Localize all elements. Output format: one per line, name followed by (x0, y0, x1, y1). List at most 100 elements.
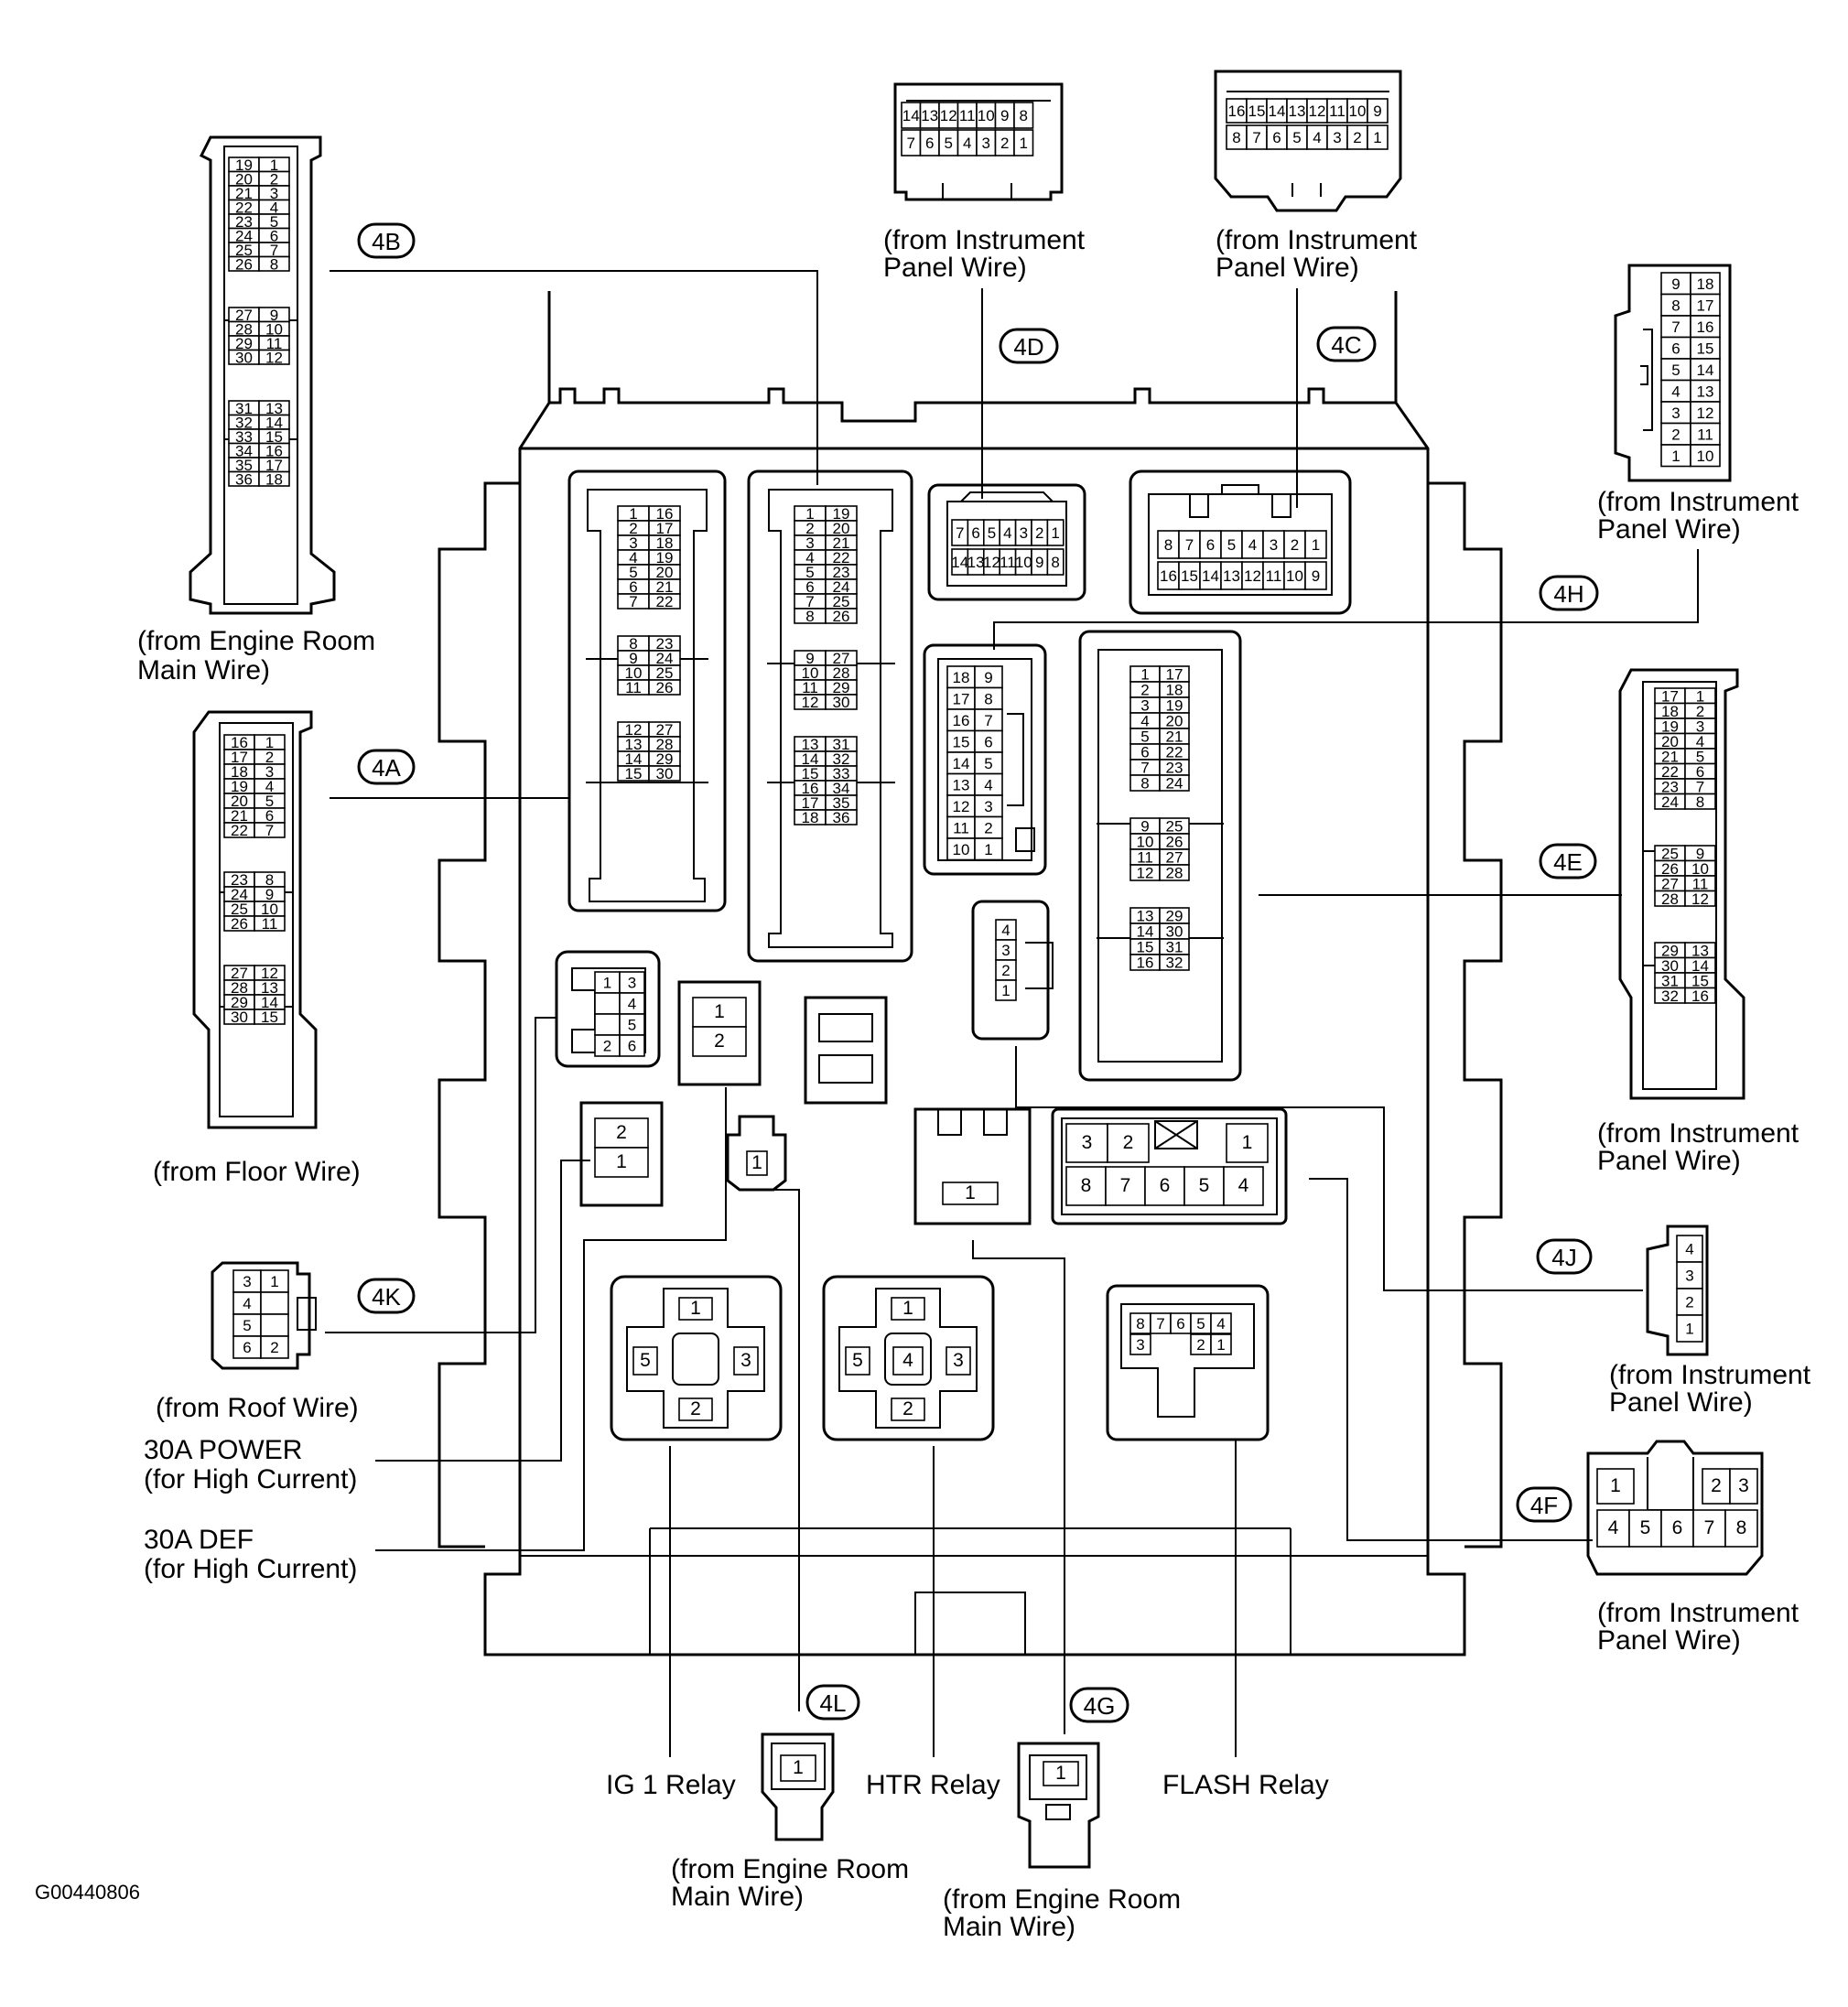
def-pin: 2 (714, 1030, 725, 1052)
c4E-pin: 23 (1661, 778, 1679, 795)
label-def-1: 30A DEF (144, 1525, 254, 1555)
bubble-4A: 4A (357, 749, 416, 785)
c4K-pin: 4 (243, 1295, 251, 1312)
s4C-pin: 11 (1266, 567, 1282, 585)
s4K-pin-cell (594, 992, 621, 1015)
c4D-pin: 6 (925, 135, 934, 152)
s4K-pin: 5 (628, 1017, 636, 1034)
s4A-pin: 23 (656, 635, 674, 653)
s4F-pin: 8 (1081, 1175, 1092, 1196)
label-power-1: 30A POWER (144, 1435, 302, 1465)
c4B-pin: 2 (270, 170, 278, 188)
s4B-pin-cell (825, 608, 858, 624)
bubble-4B: 4B (357, 222, 416, 259)
c4H-pin: 18 (1697, 275, 1714, 293)
s4H-pin: 6 (984, 733, 992, 750)
s4B-pin: 8 (805, 608, 814, 625)
s4H-pin: 17 (953, 690, 970, 707)
s4B-pin: 4 (805, 549, 814, 566)
s4F-pin-cell (1105, 1166, 1146, 1206)
s4A-pin: 20 (656, 564, 674, 581)
c4B-pin: 16 (265, 442, 283, 459)
c4A-pin: 17 (231, 749, 248, 766)
c4H-pin: 8 (1671, 297, 1680, 314)
s4B-pin: 31 (833, 736, 850, 753)
s4E-pin: 23 (1166, 760, 1183, 777)
c4B-pin: 27 (235, 307, 253, 324)
c4A-pin: 19 (231, 778, 248, 795)
htr-relay-socket-pin: 2 (902, 1398, 913, 1419)
s4E-pin: 5 (1140, 728, 1149, 746)
c4D-pin: 14 (902, 107, 920, 124)
s4H-pin: 8 (984, 690, 992, 707)
s4B-pin: 16 (802, 780, 819, 797)
connector-4L: 1 (761, 1732, 835, 1841)
c4B-pin: 10 (265, 320, 283, 338)
c4A-pin: 11 (262, 915, 278, 933)
htr-relay-socket-pin-cell (946, 1346, 971, 1376)
c4B-pin-cell (258, 349, 290, 365)
s4A-pin: 28 (656, 736, 674, 753)
c4D-pin: 13 (921, 107, 938, 124)
c4E-pin: 5 (1696, 748, 1704, 765)
s4A-pin: 26 (656, 679, 674, 696)
s4H-pin: 14 (953, 755, 970, 772)
bubble-4C-text: 4C (1331, 331, 1361, 359)
c4B-pin: 11 (266, 335, 283, 352)
c4A-pin: 16 (231, 734, 248, 751)
label-4L-source-1: (from Engine Room (671, 1854, 909, 1884)
c4B-pin: 24 (235, 227, 253, 244)
c4B-pin: 23 (235, 213, 253, 231)
s4C-pin-cell (1304, 561, 1327, 590)
s4A-pin: 9 (629, 650, 637, 667)
s4B-pin: 24 (833, 578, 850, 596)
s4C-pin: 5 (1227, 536, 1236, 554)
s4A-pin: 19 (656, 549, 674, 566)
c4E-pin: 7 (1696, 778, 1704, 795)
c4K-pin: 3 (243, 1273, 251, 1290)
c4F-pin: 5 (1640, 1517, 1651, 1538)
s4C-pin-cell (1304, 530, 1327, 559)
label-4E-source-2: Panel Wire) (1597, 1146, 1741, 1176)
s4B-pin: 35 (833, 794, 850, 812)
s4C-pin: 3 (1270, 536, 1278, 554)
c4C-pin: 10 (1349, 103, 1367, 120)
c4E-pin: 14 (1691, 957, 1709, 975)
c4C-pin: 3 (1333, 129, 1341, 146)
c4C-pin: 12 (1309, 103, 1326, 120)
bubble-4G: 4G (1069, 1687, 1129, 1723)
s4A-pin: 13 (625, 736, 643, 753)
s4A-pin: 6 (629, 578, 637, 596)
c4A-pin: 9 (265, 886, 274, 903)
label-4F-source-1: (from Instrument (1597, 1598, 1799, 1628)
s4G-pin: 1 (965, 1182, 976, 1203)
s4A-pin: 17 (656, 520, 674, 537)
s4B-pin: 36 (833, 809, 850, 826)
c4H-pin: 10 (1697, 448, 1714, 465)
c4K-pin-cell (260, 1335, 289, 1359)
s4E-pin: 15 (1137, 939, 1154, 956)
c4A-pin-cell (254, 1009, 286, 1025)
c4C-pin: 2 (1353, 129, 1361, 146)
s4F-pin: 3 (1082, 1132, 1093, 1153)
c4E-pin: 27 (1661, 875, 1679, 892)
s4J-pin: 3 (1001, 942, 1010, 959)
label-4A-source-1: (from Floor Wire) (153, 1157, 361, 1187)
s4B-pin: 9 (805, 650, 814, 667)
s4B-pin: 29 (833, 679, 850, 696)
s4D-pin: 6 (971, 524, 979, 542)
c4F-pin: 6 (1672, 1517, 1683, 1538)
bubble-4H-text: 4H (1553, 580, 1583, 608)
s4A-pin: 12 (625, 721, 643, 739)
c4E-pin: 21 (1661, 748, 1679, 765)
c4F-pin-cell (1729, 1468, 1758, 1505)
c4F-pin-cell (1702, 1468, 1731, 1505)
c4E-pin: 12 (1691, 890, 1709, 908)
c4K-pin: 6 (243, 1339, 251, 1356)
s4B-pin: 26 (833, 608, 850, 625)
